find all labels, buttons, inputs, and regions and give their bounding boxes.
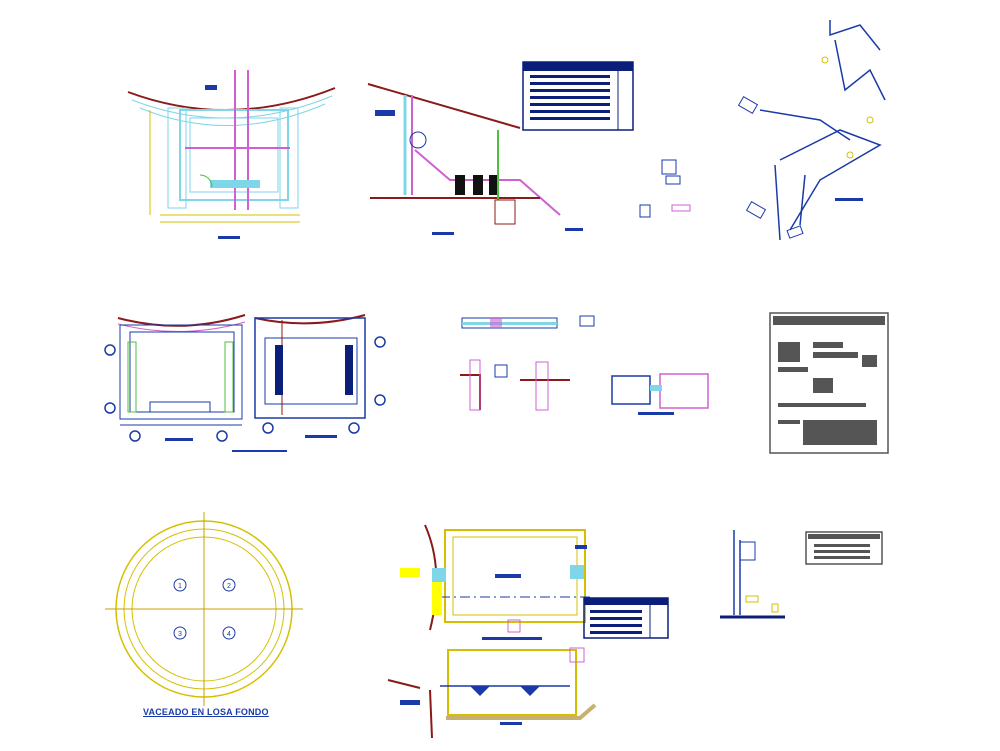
small-detail-symbols xyxy=(639,159,691,218)
isometric-piping-top-right xyxy=(737,20,886,241)
notes-panel-middle-right xyxy=(769,312,889,454)
legend-table-top xyxy=(522,61,634,131)
pile-number-4: 4 xyxy=(227,631,231,638)
plan-view-top-left xyxy=(127,70,336,239)
drawing-label-vaceado: VACEADO EN LOSA FONDO xyxy=(143,707,269,717)
plan-views-middle-left xyxy=(104,314,386,452)
section-details-middle xyxy=(460,315,709,415)
circular-foundation-plan: 1 2 3 4 xyxy=(105,512,303,706)
small-notes-box xyxy=(805,531,883,565)
pile-number-3: 3 xyxy=(178,631,182,638)
section-view-top-middle xyxy=(367,83,583,235)
pile-marker-3 xyxy=(173,626,187,640)
vertical-pipe-detail xyxy=(720,530,785,619)
pile-marker-4 xyxy=(222,626,236,640)
pile-marker-1 xyxy=(173,578,187,592)
pile-number-1: 1 xyxy=(178,583,182,590)
legend-table-bottom xyxy=(583,597,669,639)
pile-number-2: 2 xyxy=(227,583,231,590)
pile-marker-2 xyxy=(222,578,236,592)
tank-plan-bottom-middle xyxy=(387,524,597,739)
